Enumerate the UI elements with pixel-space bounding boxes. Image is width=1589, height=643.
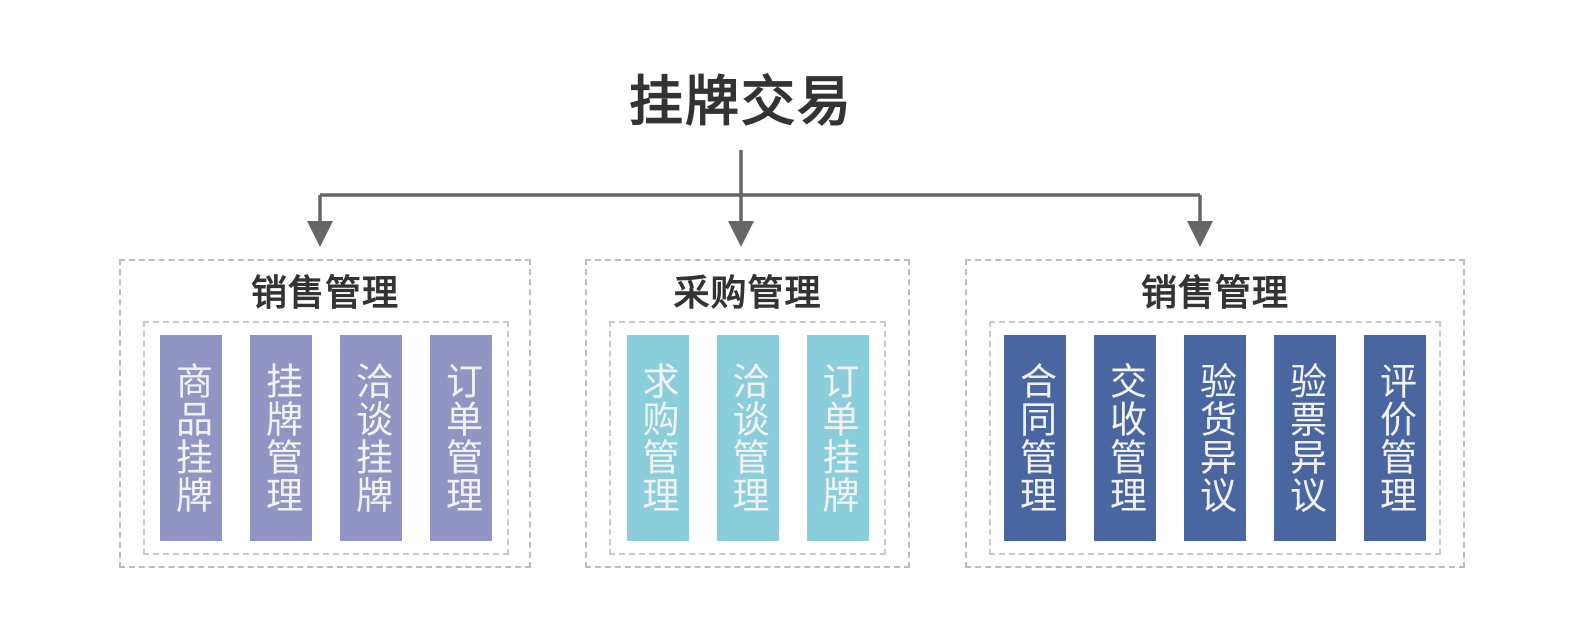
module-bar-label: 洽谈挂牌	[350, 362, 392, 514]
bars-panel-2: 求购管理 洽谈管理 订单挂牌	[609, 321, 886, 555]
module-bar-label: 评价管理	[1374, 362, 1416, 514]
module-bar-label: 求购管理	[637, 362, 678, 514]
arrowhead-icon	[728, 221, 754, 247]
module-bar[interactable]: 交收管理	[1094, 335, 1156, 541]
root-node-title: 挂牌交易	[629, 72, 853, 132]
module-bar-label: 订单挂牌	[817, 362, 858, 514]
module-bar-label: 验票异议	[1284, 362, 1326, 514]
module-bar[interactable]: 评价管理	[1364, 335, 1426, 541]
module-bar[interactable]: 洽谈挂牌	[340, 335, 402, 541]
module-bar-label: 合同管理	[1014, 362, 1056, 514]
bars-panel-3: 合同管理 交收管理 验货异议 验票异议 评价管理	[989, 321, 1441, 555]
group-title: 销售管理	[250, 272, 399, 313]
module-bar[interactable]: 订单挂牌	[806, 335, 869, 541]
arrowhead-icon	[307, 221, 333, 247]
module-bar[interactable]: 验货异议	[1184, 335, 1246, 541]
module-bar-label: 订单管理	[440, 362, 482, 514]
module-bar-label: 洽谈管理	[727, 362, 768, 514]
module-bar-label: 商品挂牌	[170, 362, 212, 514]
module-bar[interactable]: 求购管理	[626, 335, 689, 541]
group-title: 销售管理	[1140, 272, 1289, 313]
module-bar[interactable]: 合同管理	[1004, 335, 1066, 541]
module-bar-label: 验货异议	[1194, 362, 1236, 514]
arrowhead-icon	[1187, 221, 1213, 247]
module-bar-label: 交收管理	[1104, 362, 1146, 514]
module-bar[interactable]: 洽谈管理	[716, 335, 779, 541]
module-bar-label: 挂牌管理	[260, 362, 302, 514]
module-bar[interactable]: 挂牌管理	[250, 335, 312, 541]
bars-panel-1: 商品挂牌 挂牌管理 洽谈挂牌 订单管理	[143, 321, 509, 555]
group-title: 采购管理	[673, 272, 822, 313]
module-bar[interactable]: 商品挂牌	[160, 335, 222, 541]
module-bar[interactable]: 验票异议	[1274, 335, 1336, 541]
module-bar[interactable]: 订单管理	[430, 335, 492, 541]
